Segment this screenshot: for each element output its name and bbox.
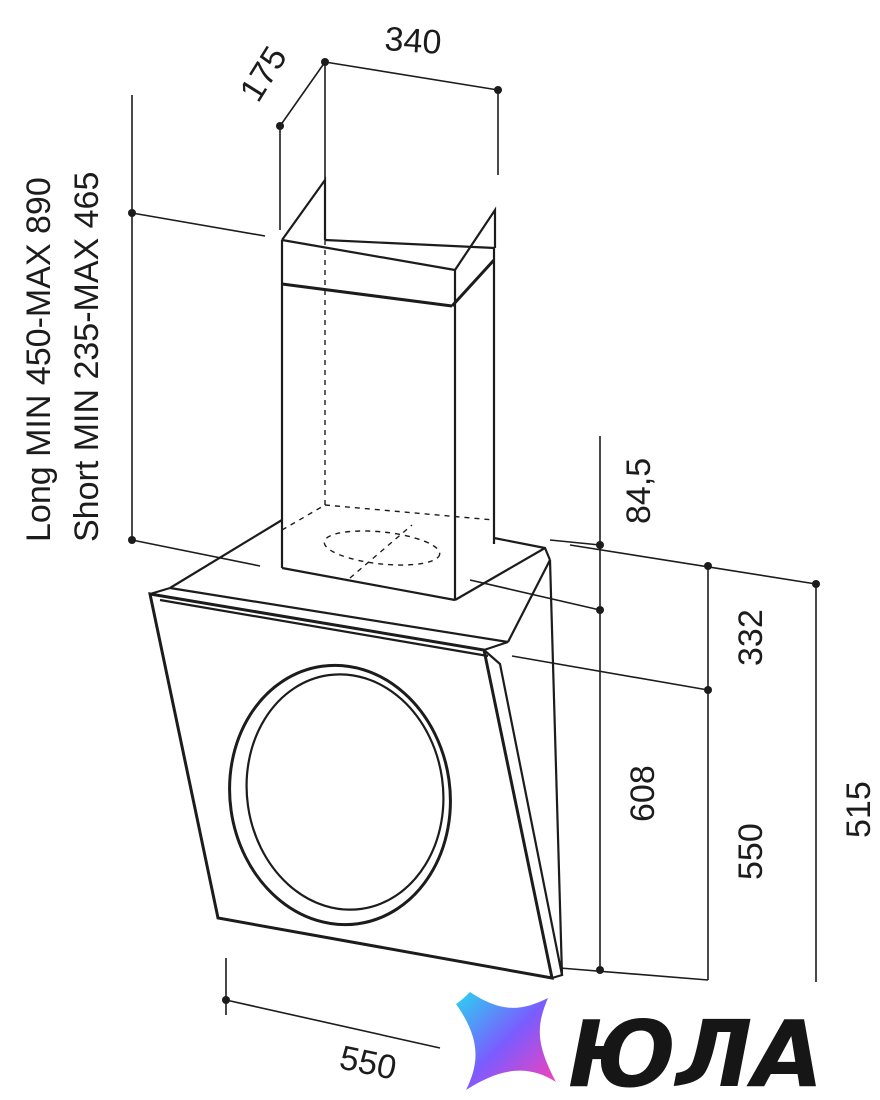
yula-star-icon xyxy=(456,992,556,1090)
yula-logo: ЮЛА xyxy=(456,992,824,1100)
label-mid-offset: 332 xyxy=(732,609,770,666)
label-hood-height-total: 515 xyxy=(840,781,878,838)
label-chimney-width: 340 xyxy=(383,20,442,62)
chimney xyxy=(280,176,497,602)
label-chimney-height-short: Short MIN 235-MAX 465 xyxy=(68,172,106,542)
label-chimney-depth: 175 xyxy=(233,40,295,108)
label-hood-height-mid: 550 xyxy=(732,823,770,880)
label-hood-height-front: 608 xyxy=(624,765,662,822)
label-chimney-height-long: Long MIN 450-MAX 890 xyxy=(20,177,58,542)
label-hood-width: 550 xyxy=(336,1039,399,1088)
dimension-lines xyxy=(128,58,820,1049)
yula-wordmark: ЮЛА xyxy=(568,1001,824,1100)
hood-body xyxy=(148,519,564,980)
label-top-offset: 84,5 xyxy=(620,458,658,524)
